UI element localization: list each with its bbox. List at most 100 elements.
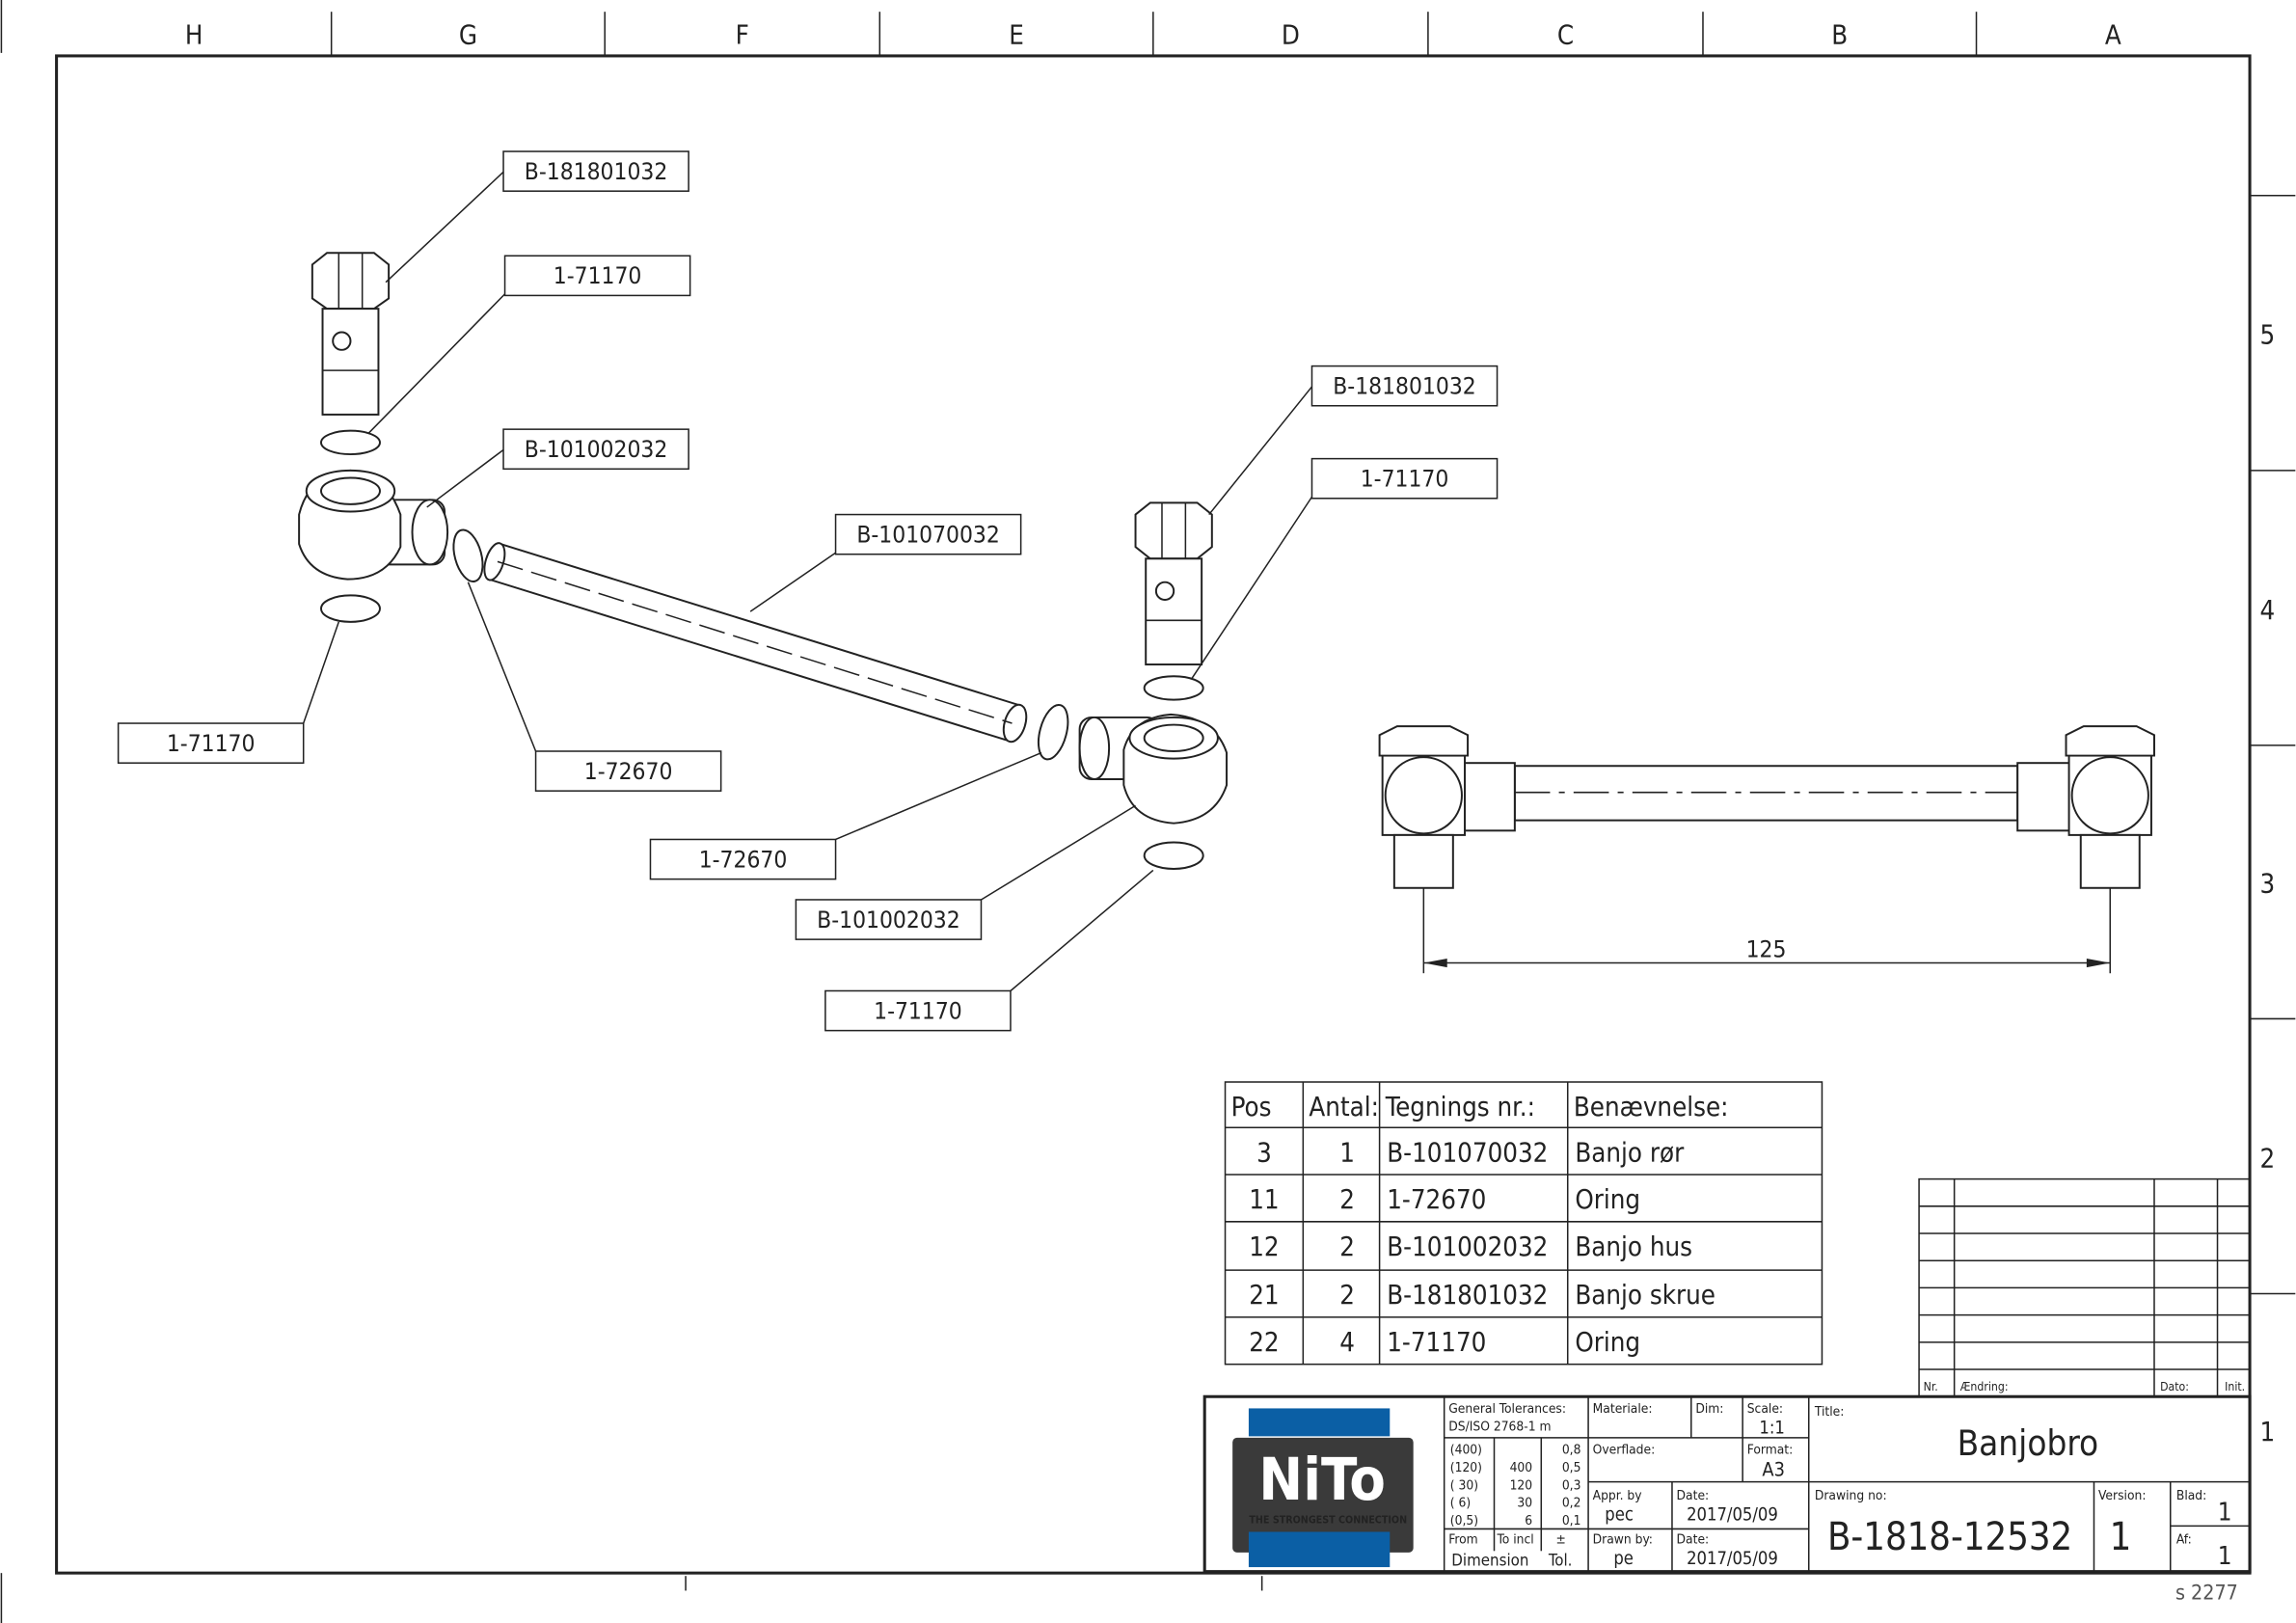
zone-column-label: G [459, 21, 477, 51]
part-callout: 1-71170 [117, 722, 305, 764]
part-callout: B-181801032 [1310, 365, 1499, 407]
bom-header: Benævnelse: [1574, 1093, 1729, 1123]
zone-row-label: 2 [2260, 1144, 2276, 1174]
revision-header: Nr. [1924, 1380, 1938, 1393]
to-label: To incl [1497, 1532, 1534, 1548]
zone-row-label: 5 [2260, 321, 2276, 351]
oring-top-right [1143, 675, 1204, 701]
drawn-label: Drawn by: [1593, 1532, 1653, 1548]
tol-to: 30 [1517, 1496, 1532, 1511]
leader-lines [302, 171, 1313, 992]
drawn-value: pe [1613, 1549, 1634, 1569]
drawing-number: B-1818-12532 [1827, 1515, 2072, 1559]
drawing-title: Banjobro [1958, 1422, 2099, 1464]
title-label: Title: [1814, 1404, 1845, 1420]
scale-label: Scale: [1747, 1401, 1783, 1417]
appr-label: Appr. by [1593, 1488, 1642, 1503]
tol-value: 0,8 [1562, 1443, 1581, 1458]
banjo-housing-right [1078, 713, 1229, 825]
bom-cell: 2 [1339, 1281, 1355, 1311]
appr-date: 2017/05/09 [1687, 1504, 1778, 1525]
zone-row-label: 1 [2260, 1418, 2276, 1447]
tol-to: 120 [1510, 1477, 1533, 1493]
callout-label: 1-72670 [699, 845, 788, 873]
dim-label: Dim: [1695, 1401, 1723, 1417]
part-callout: 1-71170 [503, 255, 691, 297]
title-block: NiTo THE STRONGEST CONNECTION General To… [1202, 1394, 2252, 1574]
zone-column-label: F [736, 21, 749, 51]
overflade-label: Overflade: [1593, 1443, 1656, 1458]
bom-cell: 2 [1339, 1185, 1355, 1215]
bom-cell: Banjo skrue [1575, 1281, 1715, 1311]
bom-cell: Banjo hus [1575, 1232, 1692, 1262]
zone-column-label: H [185, 21, 203, 51]
bom-cell: Oring [1575, 1328, 1640, 1358]
revision-table: Nr. Ændring: Dato: Init. [1918, 1177, 2251, 1397]
bom-header: Pos [1231, 1093, 1272, 1123]
bom-cell: Banjo rør [1575, 1138, 1685, 1168]
tol-value: 0,2 [1562, 1496, 1581, 1511]
drawn-date: 2017/05/09 [1687, 1549, 1778, 1569]
tolerances-std: DS/ISO 2768-1 m [1448, 1419, 1551, 1434]
appr-date-label: Date: [1677, 1488, 1710, 1503]
part-callout: B-101002032 [502, 428, 689, 471]
af-value: 1 [2218, 1542, 2232, 1571]
zone-row-label: 4 [2260, 596, 2276, 626]
banjo-bolt-right [1134, 501, 1213, 666]
blad-value: 1 [2218, 1498, 2232, 1527]
bom-cell: B-181801032 [1387, 1281, 1548, 1311]
oring-top-left [320, 429, 381, 456]
bom-cell: 2 [1339, 1232, 1355, 1262]
part-callout: B-101002032 [795, 899, 983, 940]
callout-label: 1-71170 [167, 729, 256, 757]
tol-from: (120) [1450, 1460, 1482, 1475]
revision-header: Init. [2225, 1380, 2245, 1393]
revision-header: Dato: [2160, 1380, 2189, 1393]
bom-cell: Oring [1575, 1185, 1640, 1215]
logo-tagline: THE STRONGEST CONNECTION [1249, 1513, 1407, 1526]
part-callout: 1-71170 [1310, 457, 1499, 500]
bom-header: Antal: [1309, 1093, 1379, 1123]
nito-logo: NiTo THE STRONGEST CONNECTION [1232, 1408, 1414, 1568]
logo-text: NiTo [1258, 1446, 1386, 1514]
callout-label: 1-71170 [1361, 465, 1449, 493]
drawing-no-label: Drawing no: [1815, 1488, 1887, 1503]
zone-row-label: 3 [2260, 869, 2276, 899]
bom-cell: 11 [1249, 1185, 1279, 1215]
materiale-label: Materiale: [1593, 1401, 1653, 1417]
bom-cell: 3 [1256, 1138, 1272, 1168]
callout-label: 1-72670 [584, 757, 673, 785]
dimension-value: 125 [1746, 934, 1787, 962]
tol-value: 0,1 [1562, 1513, 1581, 1528]
tol-from: (400) [1450, 1443, 1482, 1458]
callout-label: 1-71170 [874, 996, 962, 1024]
part-callout: B-181801032 [502, 150, 689, 192]
tol-from: (0,5) [1450, 1513, 1478, 1528]
bom-cell: B-101070032 [1387, 1138, 1548, 1168]
zone-column-label: C [1557, 21, 1574, 51]
zone-column-label: E [1009, 21, 1024, 51]
bom-cell: B-101002032 [1387, 1232, 1548, 1262]
tol-label: Tol. [1548, 1551, 1573, 1570]
bom-cell: 1-72670 [1387, 1185, 1486, 1215]
callout-label: B-181801032 [1333, 372, 1476, 400]
version-value: 1 [2110, 1515, 2132, 1559]
scale-value: 1:1 [1759, 1418, 1784, 1438]
tol-value: 0,3 [1562, 1477, 1581, 1493]
callout-label: B-181801032 [525, 157, 668, 185]
zone-column-label: D [1282, 21, 1300, 51]
oring-pipe-right [1037, 703, 1069, 761]
revision-header: Ændring: [1960, 1380, 2009, 1393]
part-callout: 1-72670 [649, 838, 837, 880]
blad-label: Blad: [2176, 1488, 2206, 1503]
drawn-date-label: Date: [1677, 1532, 1710, 1548]
af-label: Af: [2176, 1532, 2192, 1548]
tolerances-label: General Tolerances: [1448, 1401, 1566, 1417]
banjo-pipe [483, 542, 1028, 744]
oring-bottom-left [320, 594, 381, 623]
bom-cell: 1-71170 [1387, 1328, 1486, 1358]
zone-column-label: B [1831, 21, 1848, 51]
sheet-code: s 2277 [2175, 1582, 2238, 1606]
appr-value: pec [1605, 1504, 1634, 1525]
